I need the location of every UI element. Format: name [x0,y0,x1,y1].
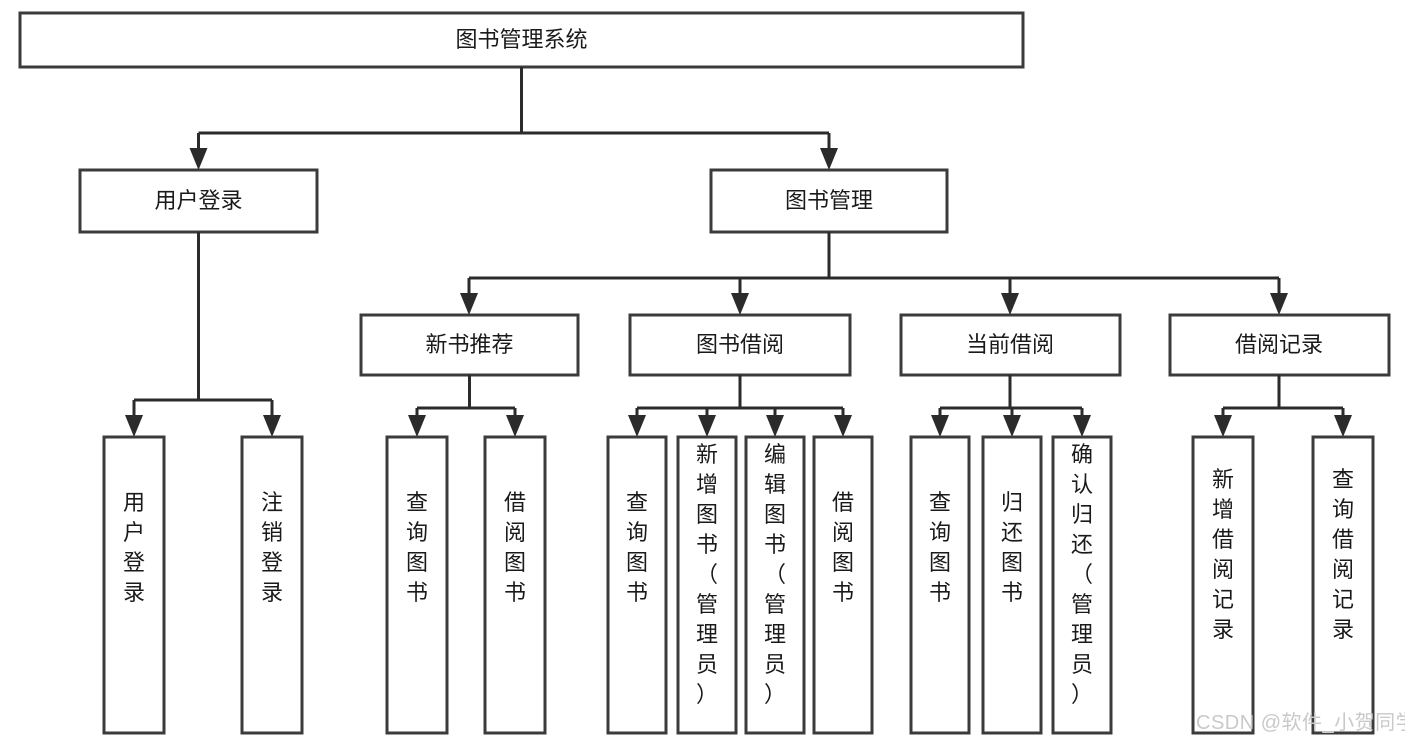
node-borrow-book-1-box[interactable] [483,435,547,735]
arrow-head-icon [125,415,143,437]
node-edit-book-admin[interactable]: 编辑图书（管理员） [744,435,806,735]
node-user-login-box[interactable] [78,168,319,234]
node-query-borrow-record-label: 查询借阅记录 [1332,467,1354,642]
node-add-book-admin[interactable]: 新增图书（管理员） [676,435,738,735]
node-add-book-admin-label: 新增图书（管理员） [696,442,718,707]
node-borrow-book-1[interactable]: 借阅图书 [483,435,547,735]
node-borrow-book-2[interactable]: 借阅图书 [812,435,874,735]
node-query-borrow-record-box[interactable] [1311,435,1375,735]
connector-new-book-recommend-children [408,375,524,437]
arrow-head-icon [1334,415,1352,437]
node-borrow-book-2-label: 借阅图书 [832,490,854,605]
node-query-book-1-label: 查询图书 [406,490,428,605]
connector-borrow-records-children [1214,375,1352,437]
node-user-logout-label: 注销登录 [261,490,283,605]
arrow-head-icon [189,148,208,170]
arrow-head-icon [1073,415,1091,437]
node-borrow-records[interactable]: 借阅记录 [1168,313,1391,377]
node-user-login-do[interactable]: 用户登录 [102,435,166,735]
arrow-head-icon [698,415,716,437]
connector-current-borrow-children [931,375,1091,437]
node-confirm-return-admin-label: 确认归还（管理员） [1071,442,1093,707]
arrow-head-icon [1270,293,1288,315]
arrow-head-icon [820,148,838,170]
node-borrow-records-label: 借阅记录 [1235,332,1323,357]
node-book-management-label: 图书管理 [785,188,873,213]
node-return-book-label: 归还图书 [1001,490,1023,605]
arrow-head-icon [1214,415,1232,437]
node-edit-book-admin-label: 编辑图书（管理员） [764,442,786,707]
node-borrow-book-1-label: 借阅图书 [504,490,526,605]
node-root[interactable]: 图书管理系统 [18,11,1025,69]
arrow-head-icon [506,415,524,437]
node-add-borrow-record[interactable]: 新增借阅记录 [1191,435,1255,735]
node-current-borrow-label: 当前借阅 [966,332,1054,357]
watermark-label: CSDN @软件_小贺同学 [1196,711,1405,734]
node-book-management[interactable]: 图书管理 [709,168,949,234]
node-user-login-do-box[interactable] [102,435,166,735]
node-user-login[interactable]: 用户登录 [78,168,319,234]
node-book-borrow-box[interactable] [628,313,852,377]
node-query-book-1[interactable]: 查询图书 [385,435,449,735]
node-root-label: 图书管理系统 [455,27,587,52]
node-add-borrow-record-label: 新增借阅记录 [1212,467,1234,642]
node-user-login-do-label: 用户登录 [123,490,145,605]
node-query-book-3[interactable]: 查询图书 [909,435,971,735]
node-confirm-return-admin-box[interactable] [1051,435,1113,735]
connector-user-login-children [125,232,281,437]
connector-book-management-children [460,232,1288,315]
node-query-book-2-box[interactable] [606,435,668,735]
node-query-borrow-record[interactable]: 查询借阅记录 [1311,435,1375,735]
arrow-head-icon [834,415,852,437]
node-query-book-3-label: 查询图书 [929,490,951,605]
node-root-box[interactable] [18,11,1025,69]
arrow-head-icon [460,293,478,315]
node-new-book-recommend-box[interactable] [359,313,580,377]
node-book-borrow-label: 图书借阅 [696,332,784,357]
arrow-head-icon [1001,293,1019,315]
connector-book-borrow-children [628,375,852,437]
node-query-book-3-box[interactable] [909,435,971,735]
node-edit-book-admin-box[interactable] [744,435,806,735]
node-query-book-2-label: 查询图书 [626,490,648,605]
arrow-head-icon [731,293,749,315]
arrow-head-icon [263,415,281,437]
arrow-head-icon [1003,415,1021,437]
arrow-head-icon [628,415,646,437]
node-borrow-records-box[interactable] [1168,313,1391,377]
arrow-head-icon [766,415,784,437]
node-borrow-book-2-box[interactable] [812,435,874,735]
node-book-borrow[interactable]: 图书借阅 [628,313,852,377]
node-user-login-label: 用户登录 [154,188,242,213]
node-new-book-recommend[interactable]: 新书推荐 [359,313,580,377]
node-confirm-return-admin[interactable]: 确认归还（管理员） [1051,435,1113,735]
node-current-borrow[interactable]: 当前借阅 [899,313,1122,377]
node-user-logout-box[interactable] [240,435,304,735]
arrow-head-icon [408,415,426,437]
node-query-book-1-box[interactable] [385,435,449,735]
node-return-book[interactable]: 归还图书 [981,435,1043,735]
node-add-borrow-record-box[interactable] [1191,435,1255,735]
node-return-book-box[interactable] [981,435,1043,735]
node-add-book-admin-box[interactable] [676,435,738,735]
arrow-head-icon [931,415,949,437]
connector-root-to-level2 [189,67,838,170]
node-new-book-recommend-label: 新书推荐 [425,332,513,357]
node-query-book-2[interactable]: 查询图书 [606,435,668,735]
node-user-logout[interactable]: 注销登录 [240,435,304,735]
